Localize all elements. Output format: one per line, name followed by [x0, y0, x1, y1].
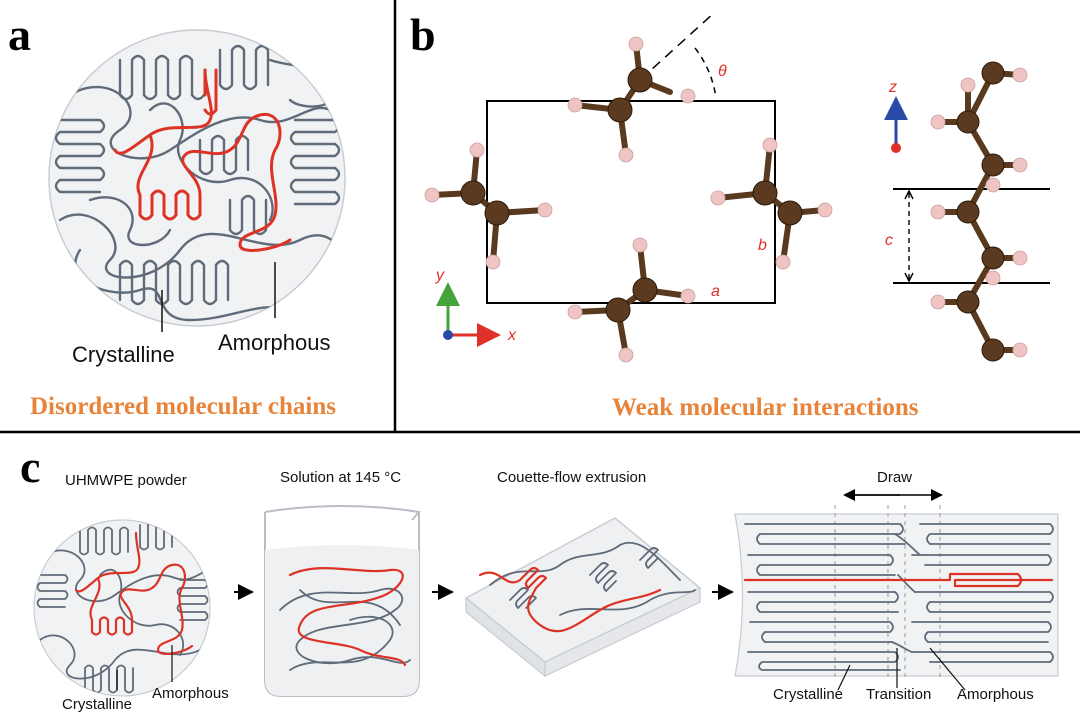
molecule-top	[567, 36, 696, 163]
theta-label: θ	[718, 63, 727, 80]
stage4-fiber	[734, 505, 1059, 691]
axis-z-label: z	[888, 79, 897, 96]
label-crystalline-c1: Crystalline	[62, 696, 132, 713]
stage3-slab	[464, 517, 702, 678]
molecule-left	[424, 142, 553, 270]
molecule-bottom	[567, 237, 696, 363]
draw-label: Draw	[877, 469, 912, 486]
xy-axes: x y	[435, 267, 517, 347]
panel-c: c UHMWPE powder Solution at 145 °C Couet…	[20, 441, 1059, 713]
caption-b: Weak molecular interactions	[612, 394, 919, 421]
label-amorphous-c1: Amorphous	[152, 685, 229, 702]
z-axis: z	[884, 79, 908, 153]
zigzag-chain: c	[885, 61, 1050, 362]
stage1-label: UHMWPE powder	[65, 472, 187, 489]
stage1-powder	[33, 519, 211, 697]
fiber-chains	[744, 523, 1054, 671]
label-transition: Transition	[866, 686, 931, 703]
stage2-label: Solution at 145 °C	[280, 469, 401, 486]
axis-x-label: x	[507, 327, 517, 344]
unit-cell	[486, 100, 776, 304]
molecule-right	[710, 137, 833, 270]
label-amorphous-a: Amorphous	[218, 330, 331, 355]
polymer-globule	[48, 29, 346, 327]
stage2-beaker	[264, 505, 421, 697]
caption-a: Disordered molecular chains	[30, 393, 336, 420]
panel-a: a Crystalline	[8, 9, 346, 420]
angle-arc	[694, 47, 717, 99]
angle-line	[639, 11, 716, 81]
panel-b: b θ	[410, 9, 1050, 421]
cell-b-label: b	[758, 237, 767, 254]
panel-c-letter: c	[20, 441, 40, 492]
label-crystalline-c2: Crystalline	[773, 686, 843, 703]
axis-y-label: y	[435, 267, 445, 284]
cell-c-label: c	[885, 232, 893, 249]
panel-b-letter: b	[410, 9, 436, 60]
stage3-label: Couette-flow extrusion	[497, 469, 646, 486]
label-amorphous-c2: Amorphous	[957, 686, 1034, 703]
panel-a-letter: a	[8, 9, 31, 60]
cell-a-label: a	[711, 283, 720, 300]
label-crystalline-a: Crystalline	[72, 342, 175, 367]
